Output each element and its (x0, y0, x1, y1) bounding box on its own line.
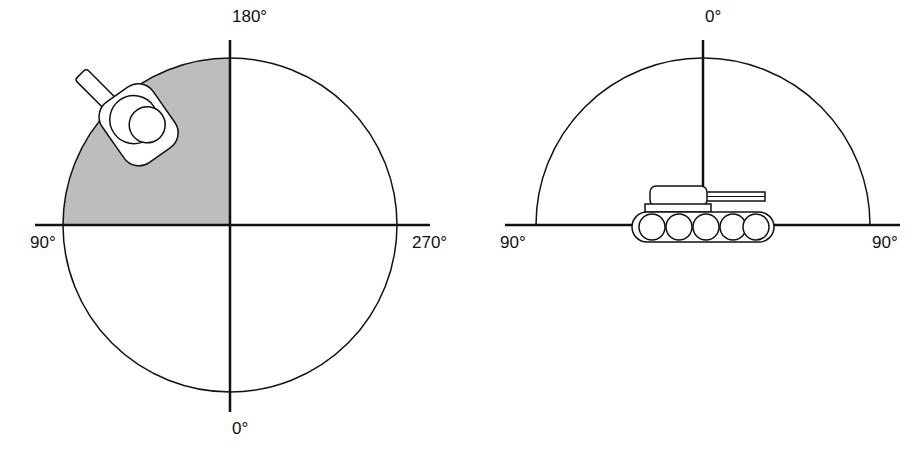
axis-line (35, 224, 430, 227)
tank-side-view (632, 186, 774, 242)
shaded-quadrant (63, 58, 230, 225)
angle-label: 180° (232, 8, 267, 25)
axis-line (702, 40, 705, 186)
cannon-top-view (70, 45, 186, 173)
angle-label: 0° (232, 420, 248, 437)
angle-label: 90° (500, 234, 526, 251)
axis-line (229, 40, 232, 412)
angle-label: 90° (872, 234, 898, 251)
angle-label: 90° (30, 234, 56, 251)
angle-label: 0° (705, 8, 721, 25)
angle-label: 270° (412, 234, 447, 251)
